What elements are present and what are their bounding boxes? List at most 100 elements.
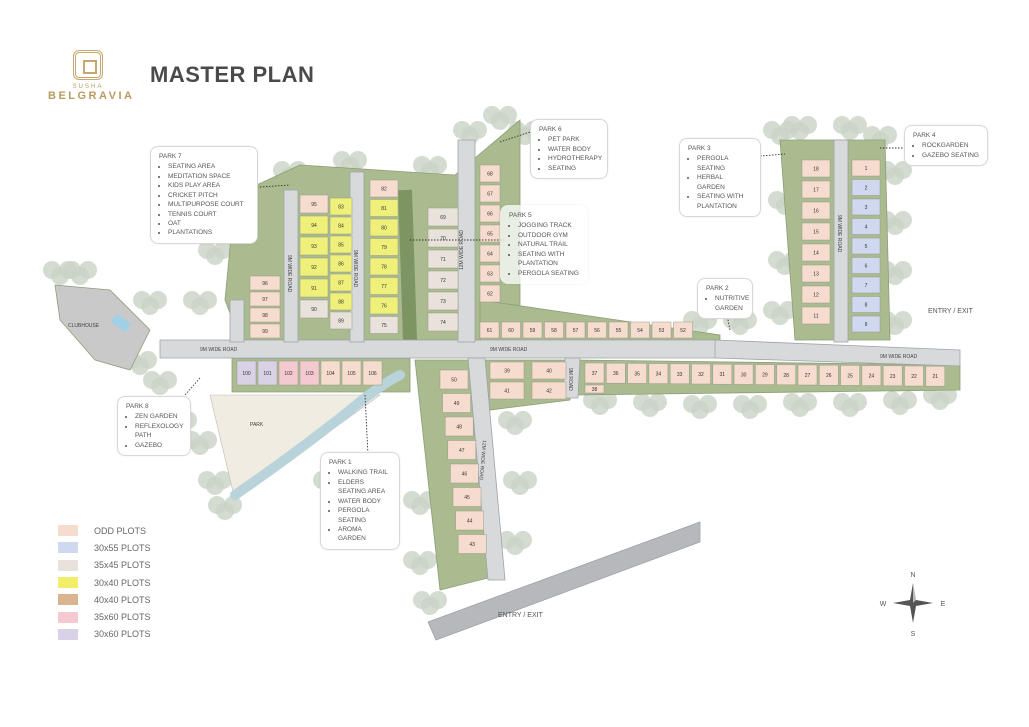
plot-36[interactable]: 36 [606, 362, 626, 384]
plot-17[interactable]: 17 [801, 180, 831, 199]
plot-37[interactable]: 37 [584, 362, 605, 384]
plot-58[interactable]: 58 [544, 321, 564, 339]
plot-28[interactable]: 28 [776, 364, 796, 386]
plot-54[interactable]: 54 [630, 321, 650, 339]
plot-33[interactable]: 33 [669, 363, 690, 385]
plot-9[interactable]: 9 [851, 315, 881, 333]
plot-34[interactable]: 34 [648, 363, 669, 384]
plot-103[interactable]: 103 [299, 360, 320, 386]
plot-1[interactable]: 1 [851, 159, 881, 177]
plot-3[interactable]: 3 [851, 198, 881, 216]
plot-53[interactable]: 53 [651, 321, 672, 339]
plot-92[interactable]: 92 [299, 257, 329, 277]
plot-52[interactable]: 52 [673, 321, 693, 339]
plot-55[interactable]: 55 [608, 321, 629, 339]
plot-98[interactable]: 98 [249, 307, 281, 323]
plot-87[interactable]: 87 [329, 273, 353, 292]
plot-45[interactable]: 45 [452, 487, 482, 507]
plot-11[interactable]: 11 [801, 306, 831, 325]
plot-22[interactable]: 22 [904, 365, 924, 387]
plot-12[interactable]: 12 [801, 285, 831, 304]
plot-23[interactable]: 23 [882, 365, 903, 387]
plot-101[interactable]: 101 [257, 360, 278, 386]
plot-66[interactable]: 66 [479, 204, 501, 223]
plot-102[interactable]: 102 [278, 360, 299, 386]
plot-76[interactable]: 76 [369, 296, 399, 315]
plot-71[interactable]: 71 [427, 249, 459, 269]
plot-63[interactable]: 63 [479, 264, 501, 283]
plot-39[interactable]: 39 [489, 361, 525, 380]
plot-32[interactable]: 32 [691, 363, 711, 385]
plot-83[interactable]: 83 [329, 197, 353, 216]
plot-6[interactable]: 6 [851, 257, 881, 274]
plot-84[interactable]: 84 [329, 216, 353, 235]
plot-56[interactable]: 56 [587, 321, 607, 339]
plot-43[interactable]: 43 [457, 534, 487, 554]
plot-60[interactable]: 60 [501, 321, 521, 339]
plot-42[interactable]: 42 [531, 381, 567, 400]
plot-80[interactable]: 80 [369, 218, 399, 237]
plot-13[interactable]: 13 [801, 264, 831, 283]
plot-61[interactable]: 61 [479, 321, 500, 339]
plot-62[interactable]: 62 [479, 284, 501, 303]
plot-95[interactable]: 95 [299, 194, 329, 214]
plot-21[interactable]: 21 [925, 365, 946, 387]
plot-35[interactable]: 35 [627, 363, 647, 384]
plot-4[interactable]: 4 [851, 218, 881, 235]
plot-25[interactable]: 25 [840, 365, 860, 386]
plot-16[interactable]: 16 [801, 201, 831, 220]
plot-14[interactable]: 14 [801, 243, 831, 262]
plot-8[interactable]: 8 [851, 296, 881, 313]
plot-72[interactable]: 72 [427, 270, 459, 290]
plot-44[interactable]: 44 [455, 510, 484, 531]
plot-88[interactable]: 88 [329, 292, 353, 311]
plot-57[interactable]: 57 [565, 321, 586, 339]
plot-30[interactable]: 30 [733, 364, 754, 385]
plot-77[interactable]: 77 [369, 277, 399, 295]
plot-64[interactable]: 64 [479, 244, 501, 263]
plot-29[interactable]: 29 [755, 364, 775, 385]
plot-91[interactable]: 91 [299, 278, 329, 298]
plot-2[interactable]: 2 [851, 179, 881, 196]
plot-24[interactable]: 24 [861, 365, 882, 386]
plot-105[interactable]: 105 [341, 360, 362, 386]
plot-31[interactable]: 31 [712, 363, 733, 385]
plot-93[interactable]: 93 [299, 236, 329, 256]
plot-81[interactable]: 81 [369, 199, 399, 217]
plot-68[interactable]: 68 [479, 164, 501, 183]
plot-46[interactable]: 46 [450, 463, 479, 484]
plot-82[interactable]: 82 [369, 179, 399, 198]
plot-40[interactable]: 40 [531, 361, 567, 380]
plot-79[interactable]: 79 [369, 238, 399, 256]
plot-5[interactable]: 5 [851, 237, 881, 255]
plot-74[interactable]: 74 [427, 312, 459, 332]
plot-15[interactable]: 15 [801, 222, 831, 241]
plot-27[interactable]: 27 [797, 364, 818, 386]
plot-59[interactable]: 59 [522, 321, 543, 339]
plot-50[interactable]: 50 [439, 369, 469, 390]
plot-85[interactable]: 85 [329, 235, 353, 254]
plot-49[interactable]: 49 [442, 393, 471, 413]
plot-75[interactable]: 75 [369, 316, 399, 334]
plot-70[interactable]: 70 [427, 228, 459, 248]
plot-47[interactable]: 47 [447, 440, 477, 460]
plot-100[interactable]: 100 [236, 360, 257, 386]
plot-94[interactable]: 94 [299, 215, 329, 235]
plot-78[interactable]: 78 [369, 257, 399, 276]
plot-69[interactable]: 69 [427, 207, 459, 227]
plot-26[interactable]: 26 [819, 364, 839, 386]
plot-89[interactable]: 89 [329, 311, 353, 330]
plot-97[interactable]: 97 [249, 291, 281, 307]
plot-48[interactable]: 48 [444, 416, 474, 437]
plot-65[interactable]: 65 [479, 224, 501, 243]
plot-104[interactable]: 104 [320, 360, 341, 386]
plot-99[interactable]: 99 [249, 323, 281, 339]
plot-18[interactable]: 18 [801, 159, 831, 178]
plot-73[interactable]: 73 [427, 291, 459, 311]
plot-41[interactable]: 41 [489, 381, 525, 400]
plot-86[interactable]: 86 [329, 254, 353, 273]
plot-106[interactable]: 106 [362, 360, 383, 386]
plot-90[interactable]: 90 [299, 299, 329, 319]
plot-7[interactable]: 7 [851, 276, 881, 294]
plot-67[interactable]: 67 [479, 184, 501, 203]
